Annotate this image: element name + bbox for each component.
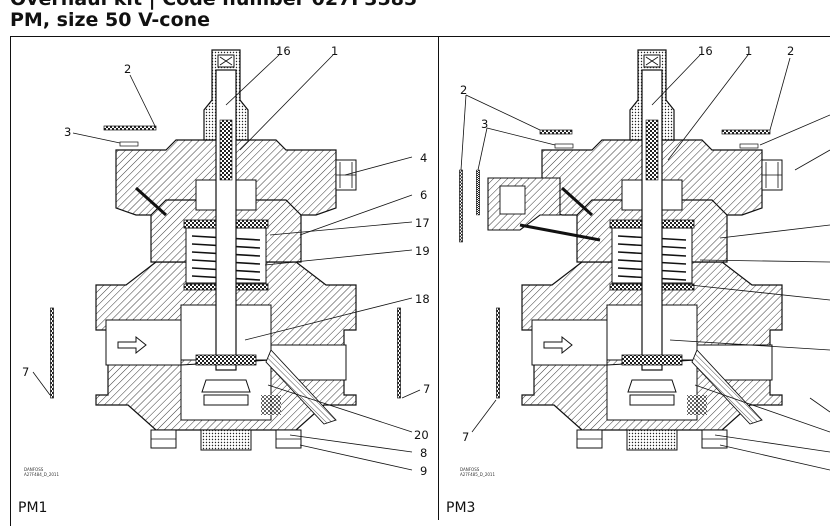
- drawing-note-pm1: DANFOSS A27F484_D_2011: [24, 467, 59, 477]
- callout-19: 19: [415, 244, 430, 258]
- callout-8: 8: [420, 446, 427, 460]
- callout-2: 2: [124, 62, 131, 76]
- callout-7: 7: [462, 430, 469, 444]
- callout-16: 16: [698, 44, 713, 58]
- callout-3: 3: [481, 117, 488, 131]
- panel-label-pm1: PM1: [18, 500, 47, 516]
- callout-7-left: 7: [22, 365, 29, 379]
- callout-2-left: 2: [460, 83, 467, 97]
- pm1-valve-drawing: [33, 50, 420, 470]
- callout-1: 1: [745, 44, 752, 58]
- pm3-valve-drawing: [460, 50, 830, 470]
- callout-18: 18: [415, 292, 430, 306]
- callout-3: 3: [64, 125, 71, 139]
- callout-1: 1: [331, 44, 338, 58]
- callout-20: 20: [414, 428, 429, 442]
- callout-9: 9: [420, 464, 427, 478]
- drawing-note-pm3: DANFOSS A27F485_D_2011: [460, 467, 495, 477]
- callout-16: 16: [276, 44, 291, 58]
- callout-7-right: 7: [423, 382, 430, 396]
- callout-17: 17: [415, 216, 430, 230]
- callout-4: 4: [420, 151, 427, 165]
- panel-label-pm3: PM3: [446, 500, 475, 516]
- callout-6: 6: [420, 188, 427, 202]
- callout-2-right: 2: [787, 44, 794, 58]
